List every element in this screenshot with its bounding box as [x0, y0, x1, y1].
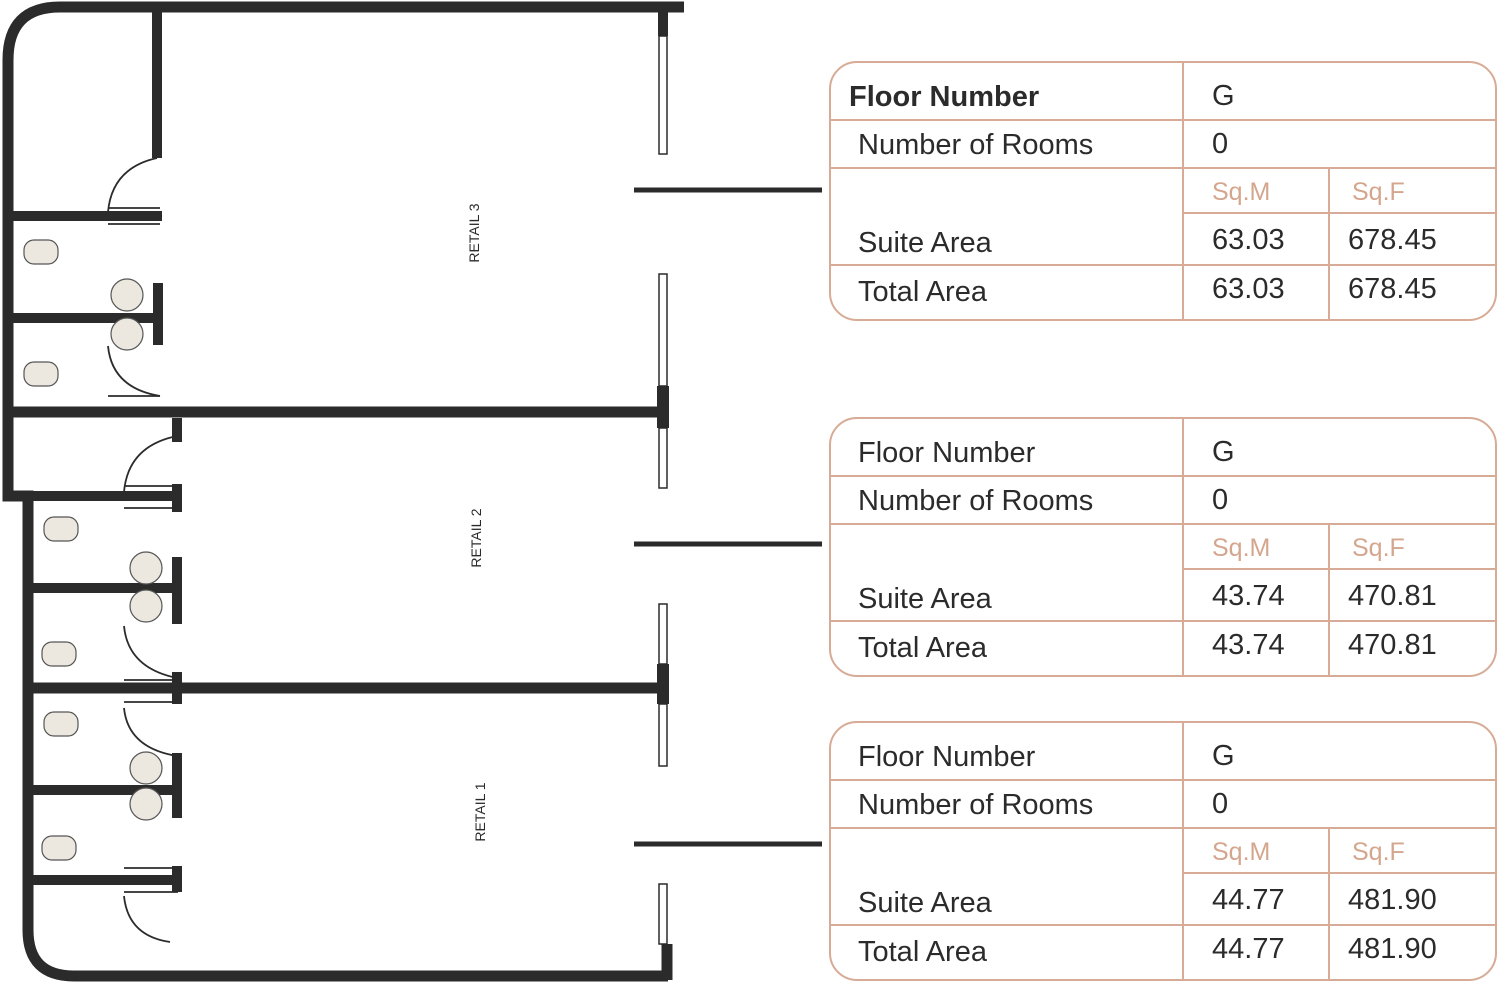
unit-sqm: Sq.M — [1212, 178, 1271, 206]
total-area-label: Total Area — [858, 632, 987, 664]
suite-area-sqm: 44.77 — [1212, 884, 1285, 916]
doors — [107, 157, 178, 943]
door-swing — [107, 345, 161, 397]
row-divider — [831, 620, 1495, 622]
window — [658, 427, 668, 489]
room-label-retail-3: RETAIL 3 — [466, 203, 482, 262]
row-divider — [831, 827, 1495, 829]
suite-area-sqf: 470.81 — [1348, 580, 1437, 612]
door-swing — [123, 435, 178, 493]
toilets — [23, 239, 79, 861]
column-divider — [1328, 523, 1330, 675]
sink-icon — [129, 589, 163, 623]
total-area-sqf: 481.90 — [1348, 933, 1437, 965]
toilet-icon — [23, 239, 59, 265]
outer-wall — [2, 1, 684, 982]
row-divider — [831, 924, 1495, 926]
floor-number-label: Floor Number — [849, 81, 1040, 113]
door-swing — [107, 157, 158, 213]
rooms-label: Number of Rooms — [858, 485, 1094, 517]
suite-area-label: Suite Area — [858, 887, 992, 919]
sink-icon — [129, 787, 163, 821]
floor-number-value: G — [1212, 80, 1235, 112]
row-divider — [831, 523, 1495, 525]
window — [658, 883, 668, 945]
total-area-label: Total Area — [858, 936, 987, 968]
toilet-icon — [23, 361, 59, 387]
sinks — [110, 278, 163, 821]
rooms-label: Number of Rooms — [858, 789, 1094, 821]
suite-area-sqm: 43.74 — [1212, 580, 1285, 612]
unit-sqf: Sq.F — [1352, 534, 1405, 562]
total-area-sqf: 470.81 — [1348, 629, 1437, 661]
walls — [2, 1, 684, 982]
floor-number-label: Floor Number — [858, 437, 1036, 469]
unit-sqf: Sq.F — [1352, 838, 1405, 866]
toilet-icon — [41, 641, 77, 667]
row-divider — [1182, 568, 1495, 570]
rooms-label: Number of Rooms — [858, 129, 1094, 161]
column-divider — [1182, 63, 1184, 319]
total-area-sqm: 44.77 — [1212, 933, 1285, 965]
room-label-retail-1: RETAIL 1 — [472, 782, 488, 841]
row-divider — [831, 475, 1495, 477]
row-divider — [831, 167, 1495, 169]
sink-icon — [110, 278, 144, 312]
unit-sqf: Sq.F — [1352, 178, 1405, 206]
column-divider — [1328, 167, 1330, 319]
suite-area-label: Suite Area — [858, 583, 992, 615]
door-swing — [123, 895, 171, 943]
column-divider — [1328, 827, 1330, 979]
window — [658, 35, 668, 155]
toilet-icon — [43, 711, 79, 737]
window — [658, 273, 668, 387]
floor-number-value: G — [1212, 740, 1235, 772]
leader-lines — [634, 187, 822, 847]
area-card-retail-2: Floor Number G Number of Rooms 0 Sq.M Sq… — [829, 417, 1497, 677]
row-divider — [1182, 212, 1495, 214]
window — [658, 603, 668, 665]
total-area-sqm: 63.03 — [1212, 273, 1285, 305]
total-area-label: Total Area — [858, 276, 987, 308]
total-area-sqf: 678.45 — [1348, 273, 1437, 305]
row-divider — [1182, 872, 1495, 874]
door-swing — [123, 707, 178, 757]
unit-sqm: Sq.M — [1212, 838, 1271, 866]
floor-plan: RETAIL 3 RETAIL 2 RETAIL 1 — [2, 1, 822, 982]
floor-number-label: Floor Number — [858, 741, 1036, 773]
row-divider — [831, 779, 1495, 781]
row-divider — [831, 119, 1495, 121]
rooms-value: 0 — [1212, 484, 1229, 516]
sink-icon — [110, 317, 144, 351]
toilet-icon — [43, 516, 79, 542]
rooms-value: 0 — [1212, 128, 1229, 160]
column-divider — [1182, 723, 1184, 979]
door-swing — [123, 625, 178, 679]
suite-area-label: Suite Area — [858, 227, 992, 259]
area-card-retail-1: Floor Number G Number of Rooms 0 Sq.M Sq… — [829, 721, 1497, 981]
sink-icon — [129, 751, 163, 785]
sink-icon — [129, 551, 163, 585]
rooms-value: 0 — [1212, 788, 1229, 820]
suite-area-sqm: 63.03 — [1212, 224, 1285, 256]
suite-area-sqf: 481.90 — [1348, 884, 1437, 916]
windows — [658, 35, 668, 945]
row-divider — [831, 264, 1495, 266]
total-area-sqm: 43.74 — [1212, 629, 1285, 661]
area-card-retail-3: Floor Number G Number of Rooms 0 Sq.M Sq… — [829, 61, 1497, 321]
unit-sqm: Sq.M — [1212, 534, 1271, 562]
suite-area-sqf: 678.45 — [1348, 224, 1437, 256]
floor-number-value: G — [1212, 436, 1235, 468]
window — [658, 703, 668, 767]
column-divider — [1182, 419, 1184, 675]
toilet-icon — [41, 835, 77, 861]
room-label-retail-2: RETAIL 2 — [468, 508, 484, 567]
